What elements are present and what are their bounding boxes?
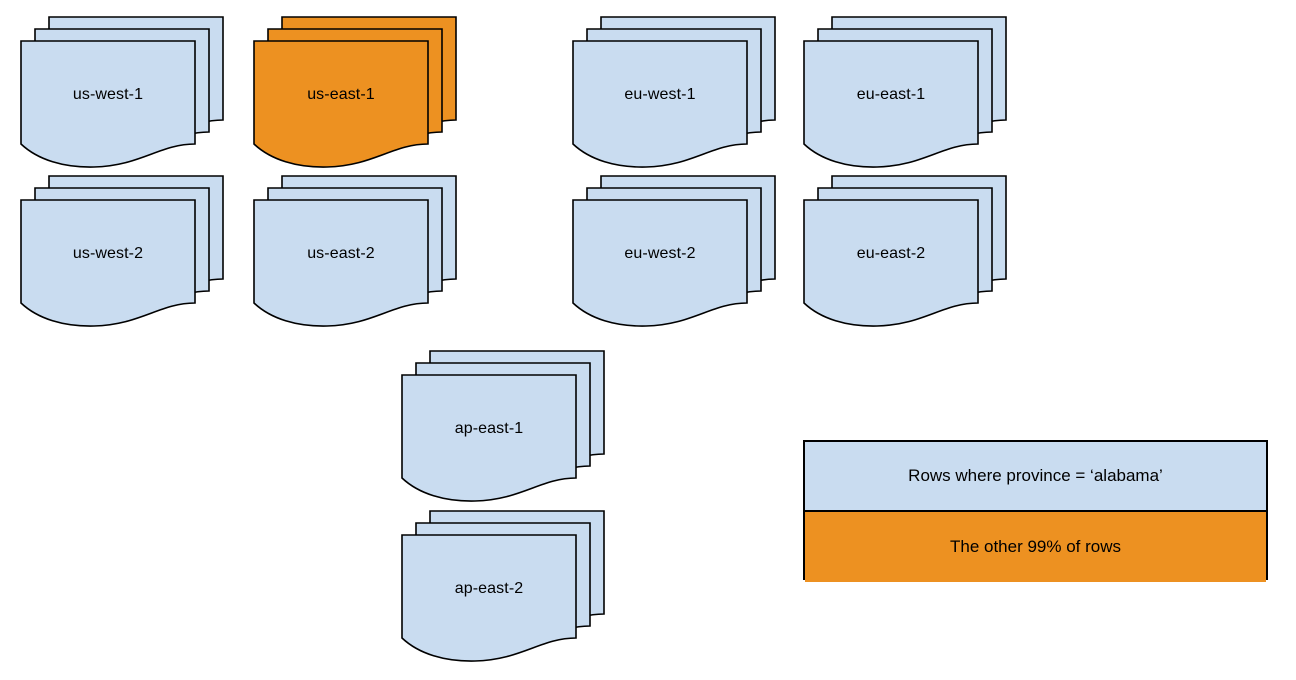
region-stack-us-east-1[interactable]: us-east-1 [253,16,457,168]
region-stack-eu-east-1[interactable]: eu-east-1 [803,16,1007,168]
legend: Rows where province = ‘alabama’ The othe… [803,440,1268,582]
legend-label-other-rows: The other 99% of rows [949,537,1122,556]
region-stack-us-west-1[interactable]: us-west-1 [20,16,224,168]
region-stack-layer-front [253,199,429,327]
region-stack-layer-front [803,40,979,168]
legend-row-rows-alabama: Rows where province = ‘alabama’ [805,442,1266,512]
region-stack-layer-front [253,40,429,168]
region-stack-layer-front [401,534,577,662]
region-stack-layer-front [572,199,748,327]
legend-row-other-rows: The other 99% of rows [805,512,1266,582]
region-stack-eu-west-2[interactable]: eu-west-2 [572,175,776,327]
region-stack-layer-front [20,40,196,168]
region-stack-layer-front [20,199,196,327]
region-stack-layer-front [803,199,979,327]
region-stack-ap-east-2[interactable]: ap-east-2 [401,510,605,662]
region-stack-layer-front [401,374,577,502]
region-stack-ap-east-1[interactable]: ap-east-1 [401,350,605,502]
region-stack-layer-front [572,40,748,168]
region-stack-us-west-2[interactable]: us-west-2 [20,175,224,327]
region-stack-eu-east-2[interactable]: eu-east-2 [803,175,1007,327]
legend-label-rows-alabama: Rows where province = ‘alabama’ [908,466,1163,485]
region-stack-us-east-2[interactable]: us-east-2 [253,175,457,327]
region-stack-eu-west-1[interactable]: eu-west-1 [572,16,776,168]
